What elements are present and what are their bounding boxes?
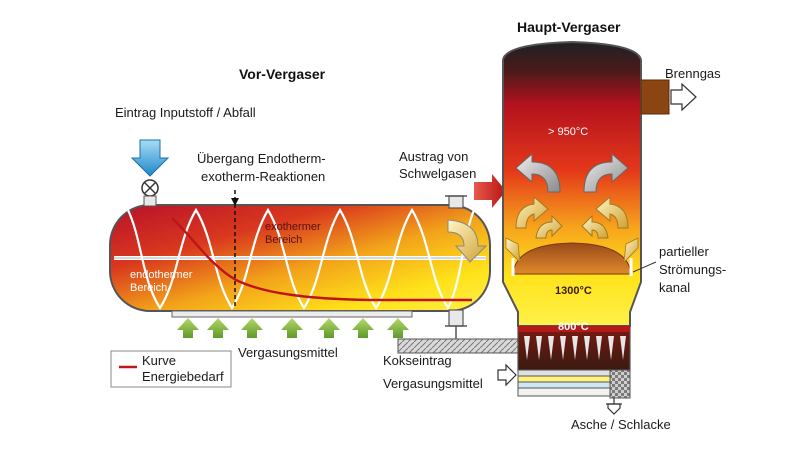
fuel-gas-outlet xyxy=(640,79,697,115)
ash-outlet-arrow-icon xyxy=(607,403,621,415)
gasifying-agent-arrows xyxy=(177,318,409,338)
exothermic-label-1: exothermer xyxy=(265,221,321,233)
channel-arrow-left xyxy=(505,237,521,264)
temp-top: > 950°C xyxy=(548,126,588,138)
legend: Kurve Energiebedarf xyxy=(110,350,232,388)
screw-helix xyxy=(127,207,476,311)
coke-feed-pipe xyxy=(397,326,519,354)
partial-channel-label-1: partieller xyxy=(659,244,710,259)
agent-inlet-arrow-icon xyxy=(497,363,517,387)
outlet-arrow-icon xyxy=(670,82,697,112)
legend-label-2: Energiebedarf xyxy=(142,369,224,384)
coke-feed-label: Kokseintrag xyxy=(383,353,452,368)
up-arrow-icon xyxy=(281,318,303,338)
exothermic-label-2: Bereich xyxy=(265,234,302,246)
internal-dome xyxy=(512,242,632,275)
gas-transfer-arrow xyxy=(474,174,506,208)
exhaust-label-1: Austrag von xyxy=(399,149,468,164)
up-arrow-icon xyxy=(207,318,229,338)
input-arrow xyxy=(130,139,170,177)
flow-arrow-gold-2 xyxy=(535,214,563,239)
ash-discharge-block xyxy=(609,369,631,399)
main-gasifier-body xyxy=(502,40,642,327)
flow-arrow-gold-4 xyxy=(581,214,609,239)
gasifying-agent-main-label: Vergasungsmittel xyxy=(383,376,483,391)
channel-arrow-right xyxy=(623,237,639,264)
pre-gasifier: exothermer Bereich endothermer Bereich xyxy=(109,190,491,327)
circulation-arrow-right xyxy=(583,152,629,193)
partial-channel-leader xyxy=(632,261,657,273)
temp-middle: 1300°C xyxy=(555,285,592,297)
transition-label-1: Übergang Endotherm- xyxy=(197,151,326,166)
main-gasifier xyxy=(502,40,642,399)
gasifying-agent-label: Vergasungsmittel xyxy=(238,345,338,360)
up-arrow-icon xyxy=(352,318,374,338)
fuel-gas-label: Brenngas xyxy=(665,66,721,81)
legend-label-1: Kurve xyxy=(142,353,176,368)
main-gasifier-title: Haupt-Vergaser xyxy=(517,19,621,35)
circulation-arrow-left xyxy=(515,152,561,193)
endothermic-label-2: Bereich xyxy=(130,282,167,294)
input-feed xyxy=(130,139,170,207)
up-arrow-icon xyxy=(387,318,409,338)
internal-swirl-arrow xyxy=(447,219,488,263)
partial-channel-label-3: kanal xyxy=(659,280,690,295)
transition-label-2: exotherm-Reaktionen xyxy=(201,169,325,184)
pre-gasifier-title: Vor-Vergaser xyxy=(239,66,326,82)
grate-spikes xyxy=(524,336,626,360)
flow-arrow-gold-3 xyxy=(595,195,629,229)
outlet-pipe xyxy=(640,79,670,115)
partial-channel-label-2: Strömungs- xyxy=(659,262,726,277)
input-feed-label: Eintrag Inputstoff / Abfall xyxy=(115,105,256,120)
flow-arrow-gold-1 xyxy=(515,195,549,229)
endothermic-label-1: endothermer xyxy=(130,269,193,281)
temp-bottom: 800°C xyxy=(558,321,589,333)
drum-base xyxy=(171,310,413,318)
ash-slag-label: Asche / Schlacke xyxy=(571,417,671,432)
exhaust-label-2: Schwelgasen xyxy=(399,166,476,181)
ash-outlet xyxy=(606,398,622,415)
up-arrow-icon xyxy=(177,318,199,338)
up-arrow-icon xyxy=(241,318,263,338)
legend-box xyxy=(110,350,232,388)
up-arrow-icon xyxy=(318,318,340,338)
energy-demand-curve xyxy=(171,217,472,302)
